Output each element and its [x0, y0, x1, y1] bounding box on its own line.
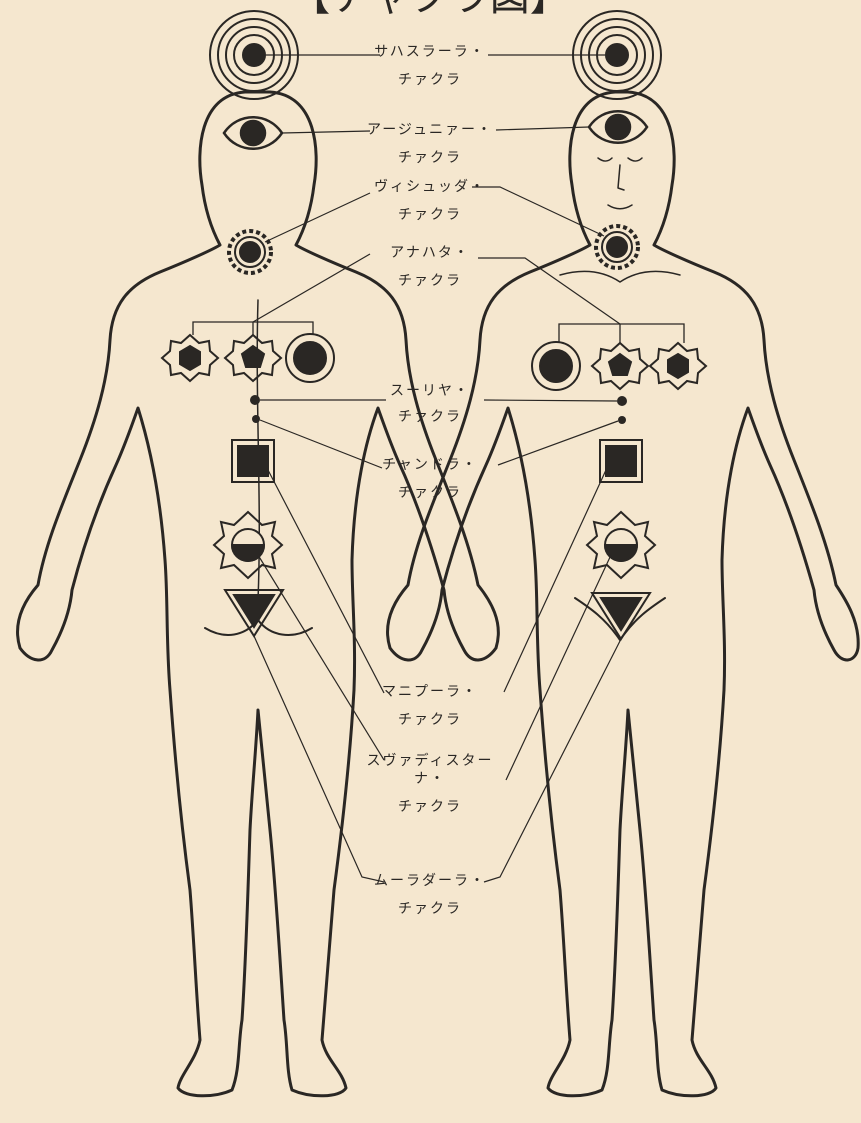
left-muladhara-triangle-icon: [225, 590, 283, 636]
label-muladhara: ムーラダーラ・ チァクラ: [360, 872, 500, 918]
left-anahata-symbols: [162, 334, 334, 382]
label-vishuddha: ヴィシュッダ・ チァクラ: [360, 178, 500, 224]
label-chandra-suffix: チァクラ: [360, 484, 500, 502]
label-ajna-name: アージュニァー・: [360, 121, 500, 139]
label-vishuddha-name: ヴィシュッダ・: [360, 178, 500, 196]
label-sahasrara-name: サハスラーラ・: [360, 43, 500, 61]
label-ajna-suffix: チァクラ: [360, 149, 500, 167]
right-svadhisthana-symbol: [587, 512, 655, 578]
label-chandra-name: チャンドラ・: [360, 456, 500, 474]
left-manipura-square-icon: [232, 440, 274, 482]
label-vishuddha-suffix: チァクラ: [360, 206, 500, 224]
right-ajna-eye-icon: [589, 111, 647, 143]
right-figure-face: [598, 158, 642, 209]
label-chandra: チャンドラ・ チァクラ: [360, 456, 500, 502]
label-sahasrara: サハスラーラ・ チァクラ: [360, 43, 500, 89]
label-surya-name: スーリヤ・: [360, 382, 500, 400]
label-anahata: アナハタ・ チァクラ: [360, 244, 500, 290]
label-surya-suffix: チァクラ: [360, 408, 500, 426]
right-manipura-square-icon: [600, 440, 642, 482]
left-ajna-eye-icon: [224, 117, 282, 149]
label-anahata-name: アナハタ・: [360, 244, 500, 262]
label-svadhisthana-suffix: チァクラ: [360, 798, 500, 816]
label-surya: スーリヤ・ チァクラ: [360, 382, 500, 426]
label-muladhara-suffix: チァクラ: [360, 900, 500, 918]
label-muladhara-name: ムーラダーラ・: [360, 872, 500, 890]
label-manipura: マニプーラ・ チァクラ: [360, 683, 500, 729]
right-figure-collarbones: [560, 271, 680, 282]
label-manipura-name: マニプーラ・: [360, 683, 500, 701]
label-manipura-suffix: チァクラ: [360, 711, 500, 729]
label-svadhisthana-name: スヴァディスターナ・: [360, 752, 500, 788]
label-ajna: アージュニァー・ チァクラ: [360, 121, 500, 167]
left-svadhisthana-symbol: [214, 512, 282, 578]
label-anahata-suffix: チァクラ: [360, 272, 500, 290]
title: 【チャクラ図】: [290, 0, 570, 20]
label-svadhisthana: スヴァディスターナ・ チァクラ: [360, 752, 500, 816]
right-vishuddha-symbol: [596, 226, 638, 268]
left-vishuddha-symbol: [229, 231, 271, 273]
right-anahata-symbols: [532, 342, 706, 390]
label-sahasrara-suffix: チァクラ: [360, 71, 500, 89]
anahata-brackets: [193, 322, 684, 343]
